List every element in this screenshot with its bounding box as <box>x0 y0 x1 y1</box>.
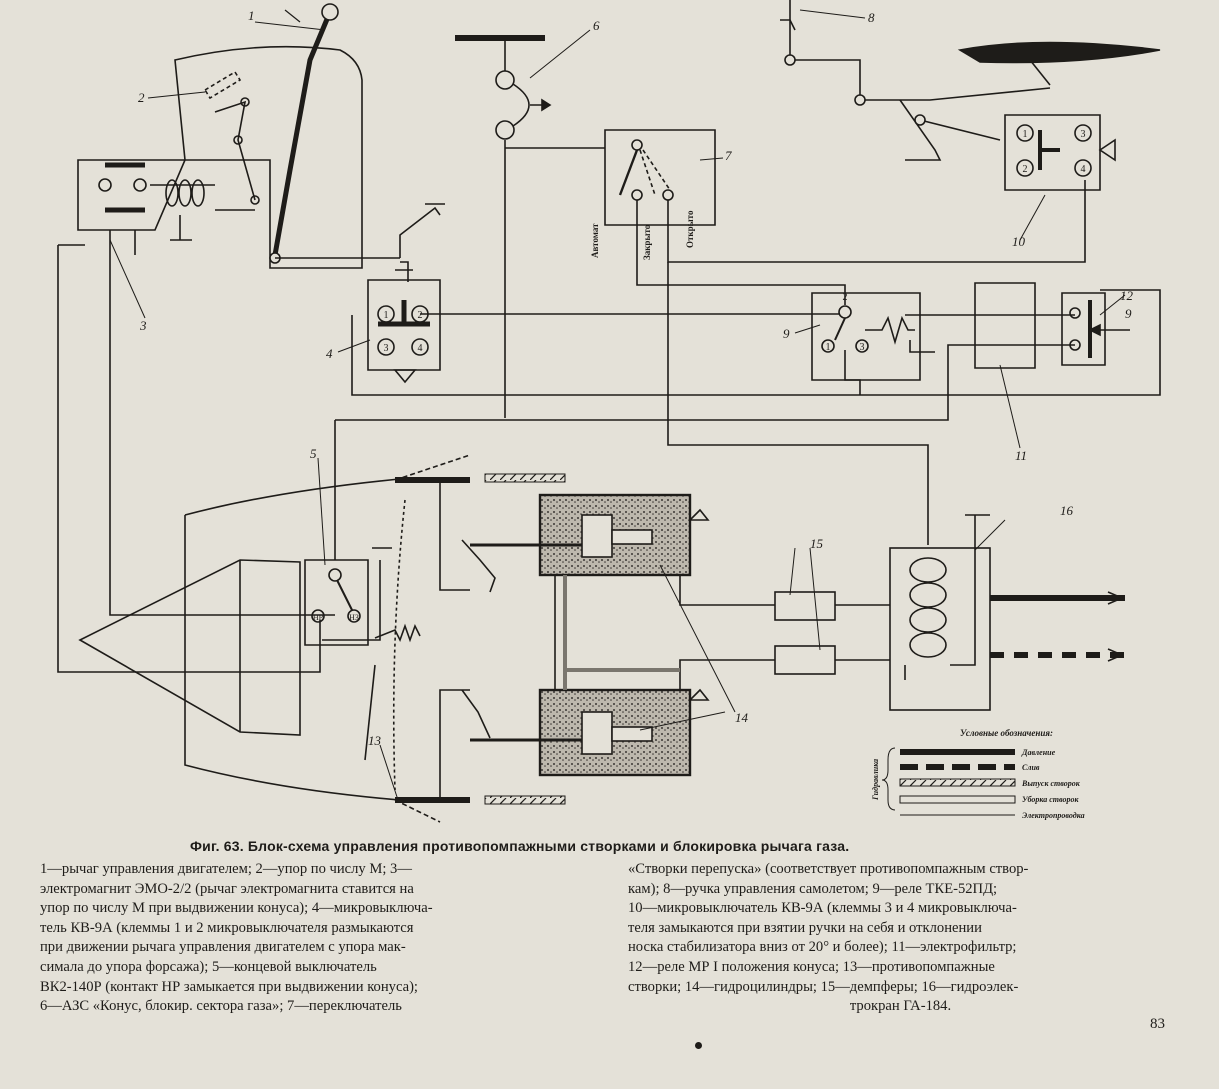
callout-6: 6 <box>593 18 600 33</box>
legend-title: Условные обозначения: <box>960 728 1053 738</box>
callout-15: 15 <box>810 536 824 551</box>
relay9-contact-1: 1 <box>826 342 831 353</box>
ms10-contact-3: 3 <box>1081 129 1086 140</box>
ms10-contact-2: 2 <box>1023 164 1028 175</box>
callout-13: 13 <box>368 733 382 748</box>
circuit-breaker-6 <box>495 70 552 140</box>
caption-line: 1—рычаг управления двигателем; 2—упор по… <box>40 861 412 877</box>
relay9-contact-2: 2 <box>843 292 848 303</box>
microswitch-4 <box>367 261 441 384</box>
ls5-contact-n3: НЗ <box>349 613 359 622</box>
callout-7: 7 <box>725 148 732 163</box>
block-diagram: 1 2 3 4 5 6 7 8 9 10 11 12 13 14 15 16 9… <box>57 0 1161 823</box>
input-arrow-label: 9 <box>1125 306 1132 321</box>
callout-12: 12 <box>1120 288 1134 303</box>
caption-line: ВК2-140Р (контакт НР замыкается при выдв… <box>40 978 418 995</box>
legend-group-label: Гидравлика <box>871 759 880 801</box>
ms4-contact-4: 4 <box>418 343 423 354</box>
filter-11 <box>974 282 1036 369</box>
caption-line: «Створки перепуска» (соответствует проти… <box>628 861 1029 877</box>
caption-line: 6—АЗС «Конус, блокир. сектора газа»; 7—п… <box>40 998 402 1015</box>
ms10-contact-1: 1 <box>1023 129 1028 140</box>
hydroelectric-valve-16 <box>889 514 991 711</box>
legend-item-wiring: Электропроводка <box>1022 811 1085 820</box>
caption-column-right: «Створки перепуска» (соответствует проти… <box>628 860 1173 1017</box>
label-automat: Автомат <box>590 223 600 258</box>
contact-numbers: 1 2 3 4 1 2 3 4 2 1 3 НР НЗ <box>313 129 1086 622</box>
caption-line: трокран ГА-184. <box>849 998 952 1015</box>
ms4-contact-2: 2 <box>418 310 423 321</box>
wiring <box>57 35 1161 673</box>
engine-cone <box>78 477 411 801</box>
label-open: Открыто <box>685 210 695 248</box>
legend-item-pressure: Давление <box>1021 748 1056 757</box>
ms4-contact-1: 1 <box>384 310 389 321</box>
caption-line: 12—реле МР I положения конуса; 13—против… <box>628 958 995 975</box>
caption-line: упор по числу М при выдвижении конуса); … <box>40 900 433 917</box>
caption-line: 10—микровыключатель КВ-9А (клеммы 3 и 4 … <box>628 900 1017 917</box>
ink-dot <box>695 1042 702 1049</box>
ls5-contact-np: НР <box>313 613 324 622</box>
caption-line: кам); 8—ручка управления самолетом; 9—ре… <box>628 880 998 897</box>
callout-numbers: 1 2 3 4 5 6 7 8 9 10 11 12 13 14 15 16 9 <box>138 8 1134 748</box>
antisurge-doors-13 <box>364 454 566 823</box>
control-stick-8 <box>780 0 1161 191</box>
relay-12 <box>1061 292 1130 366</box>
hydraulic-cylinder-top <box>461 493 710 593</box>
callout-4: 4 <box>326 346 333 361</box>
caption-line: носка стабилизатора вниз от 20° и более)… <box>628 939 1017 956</box>
legend <box>881 747 1016 816</box>
legend-item-drain: Слив <box>1022 763 1040 772</box>
callout-11: 11 <box>1015 448 1027 463</box>
selector-switch-7 <box>618 139 674 201</box>
relay9-contact-3: 3 <box>860 342 865 353</box>
caption-column-left: 1—рычаг управления двигателем; 2—упор по… <box>40 860 585 1017</box>
callout-3: 3 <box>139 318 147 333</box>
legend-item-extend: Выпуск створок <box>1021 779 1081 788</box>
ms10-contact-4: 4 <box>1081 164 1086 175</box>
throttle-quadrant <box>77 3 445 269</box>
switch-labels: Автомат Закрыто Открыто <box>590 210 695 260</box>
legend-text: Условные обозначения: Гидравлика Давлени… <box>871 728 1085 820</box>
caption-line: теля замыкаются при взятии ручки на себя… <box>628 919 982 936</box>
callout-leaders <box>109 9 1126 801</box>
hydraulic-cylinder-bottom <box>461 688 710 777</box>
caption-line: при движении рычага управления двигателе… <box>40 939 406 956</box>
callout-8: 8 <box>868 10 875 25</box>
legend-item-retract: Уборка створок <box>1022 795 1079 804</box>
caption-line: створки; 14—гидроцилиндры; 15—демпферы; … <box>628 978 1019 995</box>
page-number: 83 <box>1150 1016 1165 1032</box>
callout-9: 9 <box>783 326 790 341</box>
ms4-contact-3: 3 <box>384 343 389 354</box>
callout-2: 2 <box>138 90 145 105</box>
caption-line: электромагнит ЭМО-2/2 (рычаг электромагн… <box>40 880 414 897</box>
callout-16: 16 <box>1060 503 1074 518</box>
callout-14: 14 <box>735 710 749 725</box>
hydraulic-lines <box>554 575 1125 690</box>
figure-caption-title: Фиг. 63. Блок-схема управления противопо… <box>190 838 850 854</box>
caption-line: симала до упора форсажа); 5—концевой вык… <box>40 958 377 975</box>
callout-10: 10 <box>1012 234 1026 249</box>
relay-9 <box>811 292 935 381</box>
limit-switch-5 <box>304 547 421 646</box>
dampers-15 <box>774 591 836 675</box>
callout-1: 1 <box>248 8 255 23</box>
caption-line: тель КВ-9А (клеммы 1 и 2 микровыключател… <box>40 919 414 936</box>
callout-5: 5 <box>310 446 317 461</box>
label-closed: Закрыто <box>642 224 652 260</box>
